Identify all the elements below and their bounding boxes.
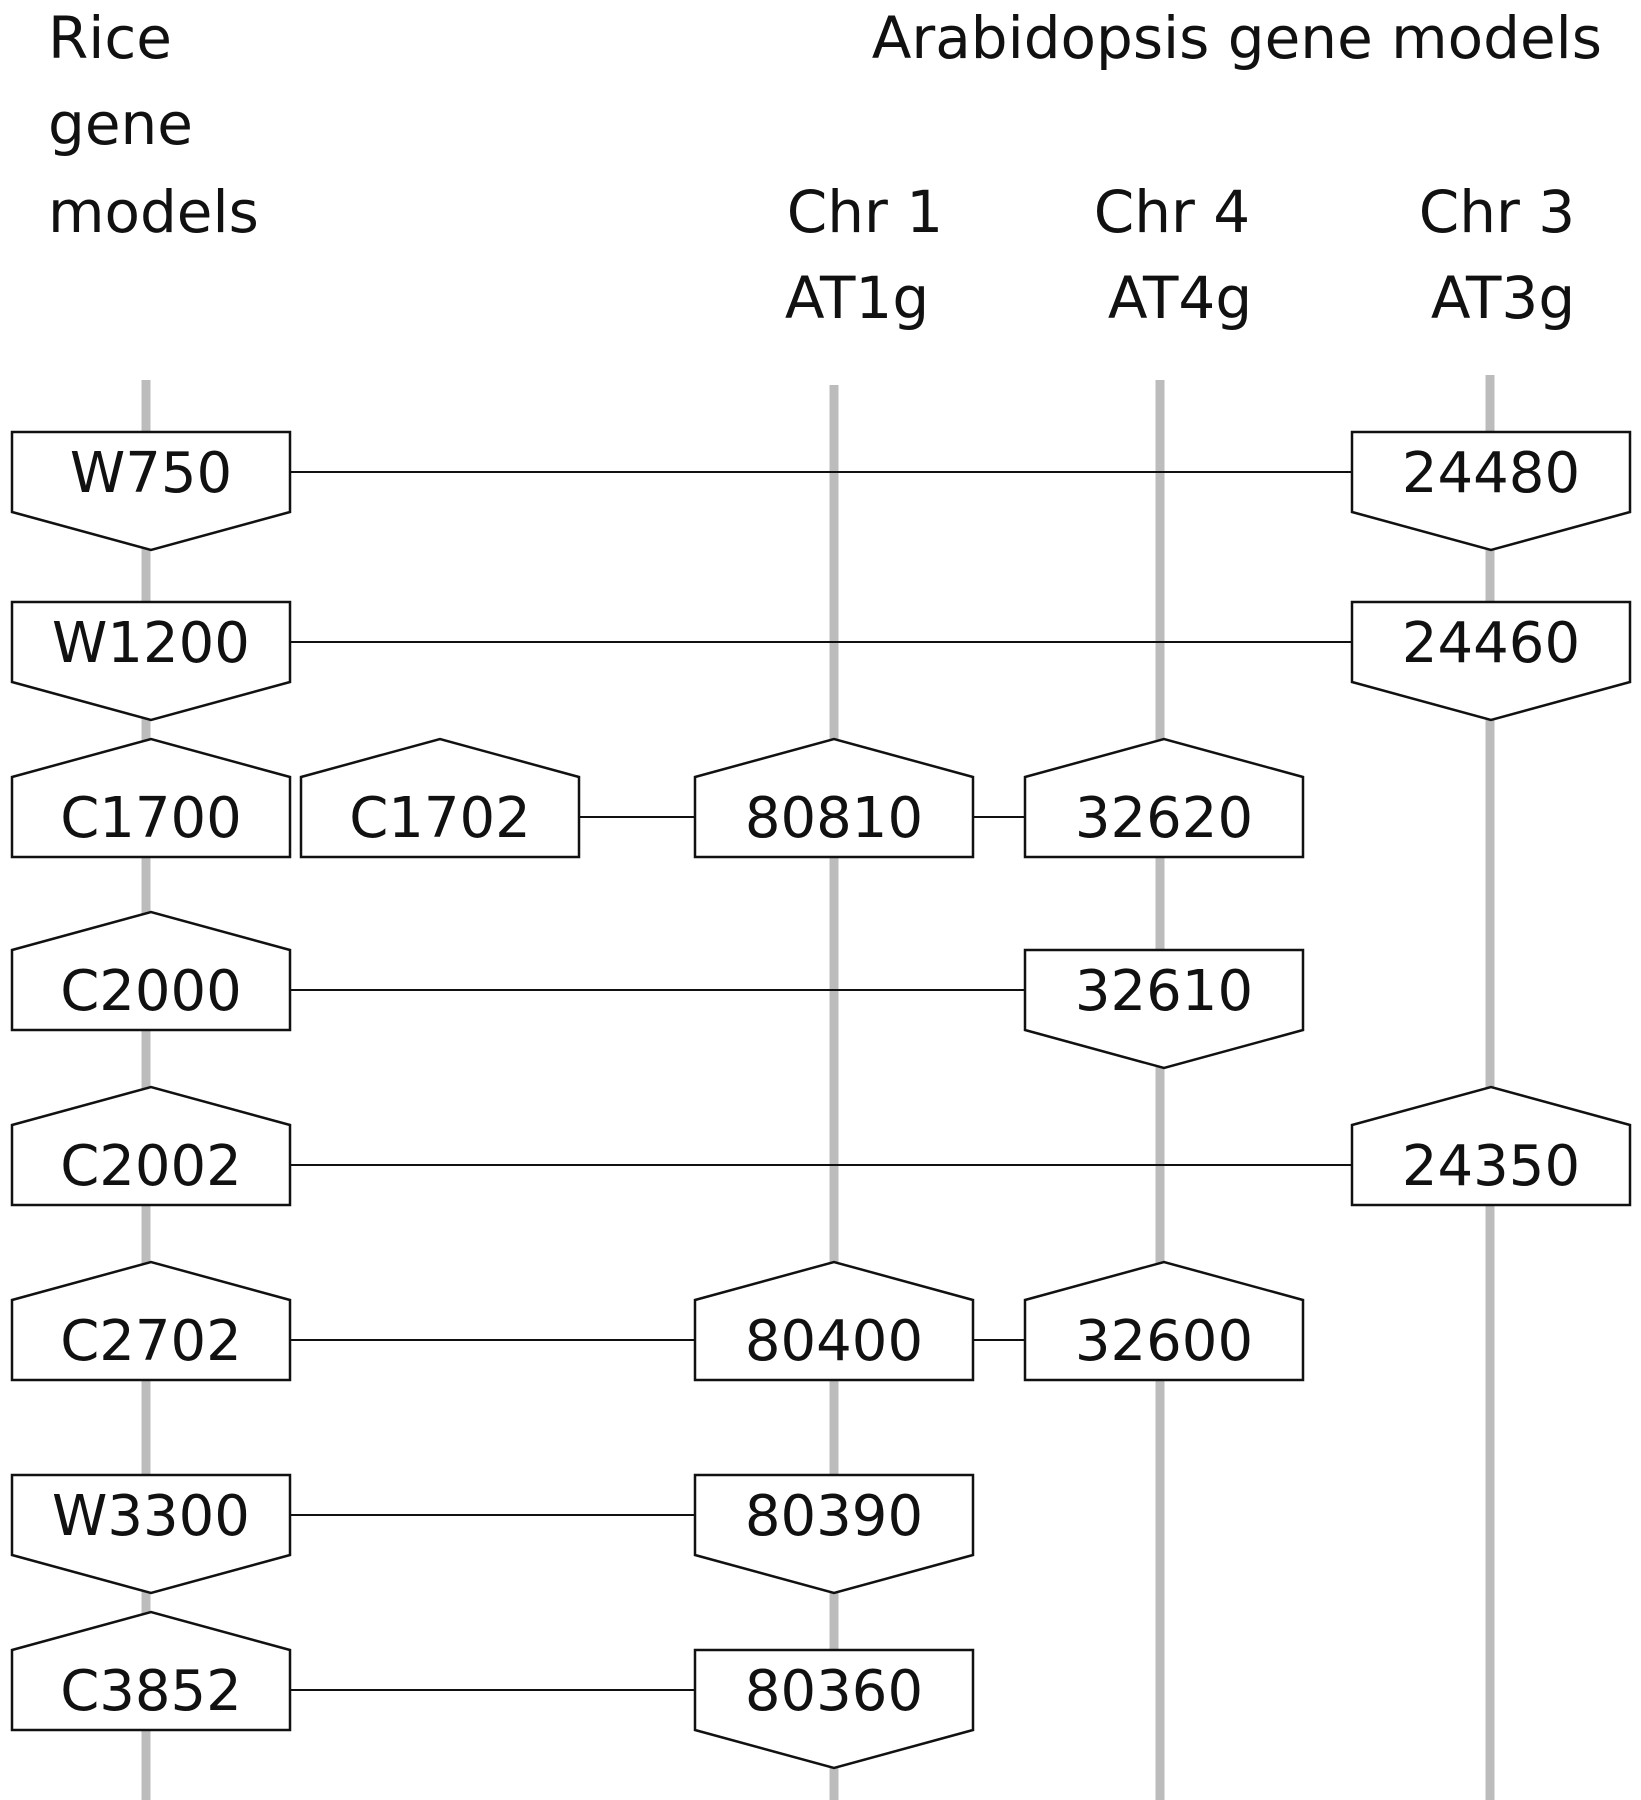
- gene-label: C2000: [60, 959, 242, 1024]
- gene-box: [1350, 1085, 1632, 1207]
- gene-label: W3300: [52, 1484, 250, 1549]
- gene-80390: 80390: [693, 1473, 975, 1595]
- gene-32620: 32620: [1023, 737, 1305, 859]
- links-layer: [290, 471, 1352, 1691]
- chr1-header: Chr 1: [787, 178, 943, 246]
- gene-box: [1023, 1260, 1305, 1382]
- gene-C1700: C1700: [10, 737, 292, 859]
- gene-C2702: C2702: [10, 1260, 292, 1382]
- gene-C2000: C2000: [10, 910, 292, 1032]
- gene-24460: 24460: [1350, 600, 1632, 722]
- gene-box: [10, 910, 292, 1032]
- gene-label: 80810: [745, 786, 923, 851]
- gene-box: [10, 1260, 292, 1382]
- chr4-prefix: AT4g: [1108, 264, 1252, 332]
- gene-24350: 24350: [1350, 1085, 1632, 1207]
- arabidopsis-header: Arabidopsis gene models: [872, 4, 1602, 72]
- gene-box: [299, 737, 581, 859]
- gene-32600: 32600: [1023, 1260, 1305, 1382]
- gene-box: [10, 1085, 292, 1207]
- gene-box: [693, 1473, 975, 1595]
- gene-box: [1023, 737, 1305, 859]
- gene-box: [1023, 948, 1305, 1070]
- chr3-prefix: AT3g: [1431, 264, 1575, 332]
- gene-label: 80390: [745, 1484, 923, 1549]
- gene-label: C2702: [60, 1309, 242, 1374]
- gene-label: 24480: [1402, 441, 1580, 506]
- gene-W3300: W3300: [10, 1473, 292, 1595]
- gene-label: W1200: [52, 611, 250, 676]
- gene-label: W750: [70, 441, 232, 506]
- gene-box: [10, 430, 292, 552]
- chr4-header: Chr 4: [1094, 178, 1250, 246]
- gene-label: 24350: [1402, 1134, 1580, 1199]
- gene-label: 32620: [1075, 786, 1253, 851]
- gene-label: 80400: [745, 1309, 923, 1374]
- gene-32610: 32610: [1023, 948, 1305, 1070]
- gene-box: [10, 1610, 292, 1732]
- gene-label: 32600: [1075, 1309, 1253, 1374]
- gene-label: C3852: [60, 1659, 242, 1724]
- gene-label: C1700: [60, 786, 242, 851]
- gene-label: 80360: [745, 1659, 923, 1724]
- gene-box: [693, 1260, 975, 1382]
- rice-header-line3: models: [48, 178, 259, 246]
- gene-box: [1350, 600, 1632, 722]
- gene-label: 32610: [1075, 959, 1253, 1024]
- gene-box: [10, 600, 292, 722]
- gene-W1200: W1200: [10, 600, 292, 722]
- gene-C3852: C3852: [10, 1610, 292, 1732]
- gene-24480: 24480: [1350, 430, 1632, 552]
- chr3-header: Chr 3: [1419, 178, 1575, 246]
- gene-C1702: C1702: [299, 737, 581, 859]
- gene-label: 24460: [1402, 611, 1580, 676]
- gene-W750: W750: [10, 430, 292, 552]
- gene-box: [10, 1473, 292, 1595]
- gene-box: [10, 737, 292, 859]
- gene-80400: 80400: [693, 1260, 975, 1382]
- gene-box: [693, 737, 975, 859]
- chr1-prefix: AT1g: [785, 264, 929, 332]
- gene-box: [693, 1648, 975, 1770]
- gene-label: C1702: [349, 786, 531, 851]
- gene-80360: 80360: [693, 1648, 975, 1770]
- gene-80810: 80810: [693, 737, 975, 859]
- gene-label: C2002: [60, 1134, 242, 1199]
- gene-C2002: C2002: [10, 1085, 292, 1207]
- gene-box: [1350, 430, 1632, 552]
- rice-header-line1: Rice: [48, 4, 172, 72]
- rice-header-line2: gene: [48, 90, 193, 158]
